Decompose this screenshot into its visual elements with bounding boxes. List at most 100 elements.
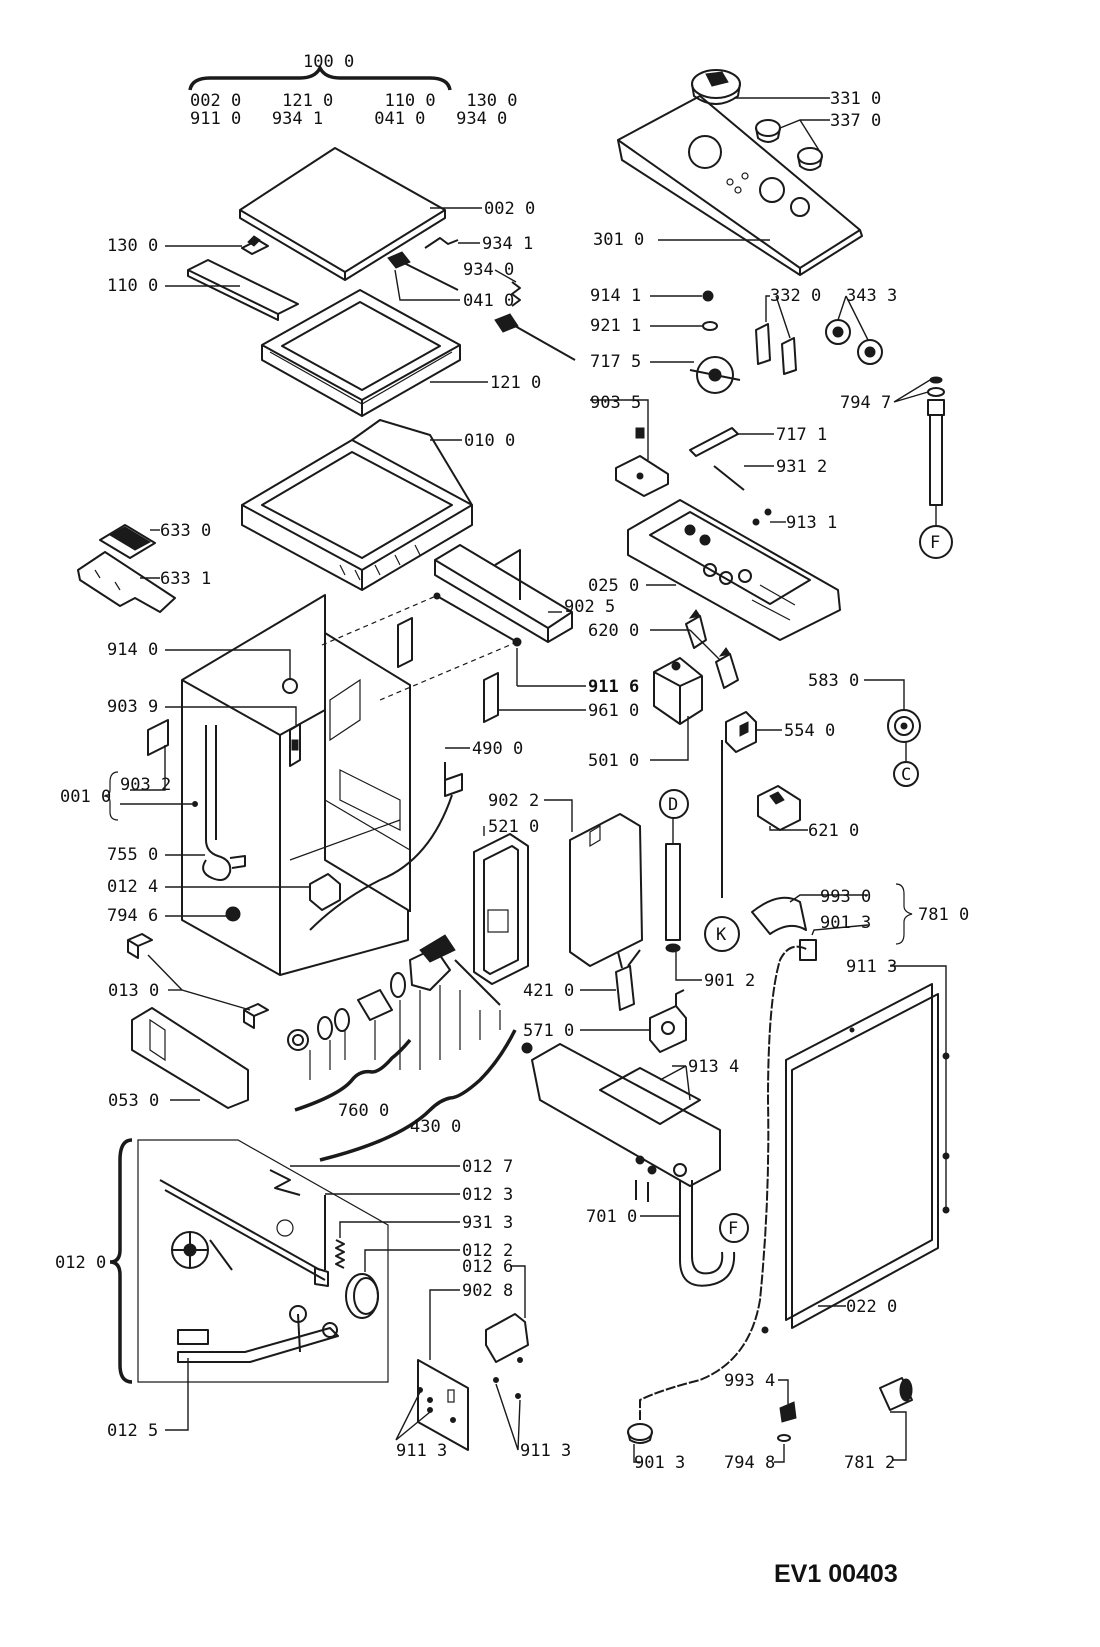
mains-cable-490 — [309, 762, 463, 931]
handle-633-0 — [99, 524, 156, 559]
callout-901-3-top: 901 3 — [820, 913, 871, 933]
callout-993-0: 993 0 — [820, 887, 871, 907]
callout-911-3-left: 911 3 — [396, 1441, 447, 1461]
foot-013-right — [243, 1003, 269, 1029]
callout-022-0: 022 0 — [846, 1297, 897, 1317]
callout-755-0: 755 0 — [107, 845, 158, 865]
callout-012-6: 012 6 — [462, 1257, 513, 1277]
coupling-781-2 — [879, 1377, 913, 1411]
callout-902-8: 902 8 — [462, 1281, 513, 1301]
knob-337-b — [797, 147, 823, 171]
hinge-041-left — [387, 251, 459, 291]
callout-911-6: 911 6 — [588, 677, 639, 697]
callout-794-8: 794 8 — [724, 1453, 775, 1473]
callout-781-2: 781 2 — [844, 1453, 895, 1473]
rail-110 — [187, 259, 299, 321]
callout-701-0: 701 0 — [586, 1207, 637, 1227]
screw-911-3-r2 — [942, 1152, 950, 1160]
door-assembly — [241, 419, 473, 591]
callout-571-0: 571 0 — [523, 1021, 574, 1041]
callout-583-0: 583 0 — [808, 671, 859, 691]
spring-931-2 — [713, 465, 745, 491]
callout-001-0: 001 0 — [60, 787, 111, 807]
callout-901-3-bottom: 901 3 — [634, 1453, 685, 1473]
spring-931-3 — [335, 1239, 345, 1269]
callout-931-3: 931 3 — [462, 1213, 513, 1233]
screw-913-1 — [752, 518, 760, 526]
screw-911-3-e — [517, 1357, 523, 1363]
side-panel-022 — [785, 983, 939, 1329]
callout-913-4: 913 4 — [688, 1057, 739, 1077]
callout-717-1: 717 1 — [776, 425, 827, 445]
callout-501-0: 501 0 — [588, 751, 639, 771]
callout-521-0: 521 0 — [488, 817, 539, 837]
plinth-053 — [131, 1007, 249, 1109]
callout-421-0: 421 0 — [523, 981, 574, 1001]
holder-012-4 — [309, 873, 341, 911]
bracket-012-6 — [485, 1313, 529, 1363]
callout-914-1: 914 1 — [590, 286, 641, 306]
callout-903-5: 903 5 — [590, 393, 641, 413]
screw-913-1b — [764, 508, 772, 516]
callout-914-0: 914 0 — [107, 640, 158, 660]
callout-633-0: 633 0 — [160, 521, 211, 541]
connector-F-bottom — [719, 1213, 749, 1243]
callout-012-3: 012 3 — [462, 1185, 513, 1205]
callout-430-0: 430 0 — [410, 1117, 461, 1137]
inner-door-frame — [261, 289, 461, 417]
assembly-100-header: 100 0 002 0 121 0 110 0 130 0 911 0 934 … — [188, 52, 518, 129]
callout-781-0: 781 0 — [918, 905, 969, 925]
screw-911-3-c — [493, 1377, 499, 1383]
gears-343 — [825, 319, 883, 365]
lever-012-5 — [177, 1305, 339, 1363]
callout-621-0: 621 0 — [808, 821, 859, 841]
cap-993-4 — [779, 1401, 797, 1423]
handle-bracket-633-1 — [77, 551, 176, 613]
callout-012-2: 012 2 — [462, 1241, 513, 1261]
callout-130-0: 130 0 — [107, 236, 158, 256]
callout-053-0: 053 0 — [108, 1091, 159, 1111]
drain-hose-long — [638, 939, 817, 1420]
callout-902-5: 902 5 — [564, 597, 615, 617]
module-521 — [473, 833, 529, 985]
lever-717-1 — [689, 427, 739, 457]
callout-002-0: 002 0 — [484, 199, 535, 219]
callout-961-0: 961 0 — [588, 701, 639, 721]
hose-794-7 — [927, 376, 945, 506]
screw-point-001 — [192, 801, 198, 807]
callout-911-3-right: 911 3 — [846, 957, 897, 977]
callout-013-0: 013 0 — [108, 981, 159, 1001]
callout-110-0: 110 0 — [107, 276, 158, 296]
hinge-spring-934-1 — [424, 237, 459, 249]
callout-025-0: 025 0 — [588, 576, 639, 596]
callout-121-0: 121 0 — [490, 373, 541, 393]
callout-010-0: 010 0 — [464, 431, 515, 451]
callout-012-4: 012 4 — [107, 877, 158, 897]
callout-903-9: 903 9 — [107, 697, 158, 717]
kit-wheel — [171, 1231, 233, 1271]
spring-012-7 — [269, 1169, 301, 1196]
plate-961-upper — [397, 617, 413, 668]
inlet-hose-701 — [679, 1180, 736, 1287]
kit-box-012 — [109, 1138, 389, 1384]
marker-F-top: F — [930, 533, 940, 553]
foot-013-left — [127, 933, 153, 959]
bracket-903-2 — [147, 719, 169, 756]
callout-934-0: 934 0 — [463, 260, 514, 280]
lock-bracket-621 — [757, 785, 801, 831]
drain-hose-755 — [202, 725, 246, 881]
clip-903-9 — [289, 723, 301, 767]
marker-F-bottom: F — [728, 1219, 738, 1239]
pump-group — [287, 934, 501, 1051]
washer-921-1 — [702, 321, 718, 331]
valve-571 — [649, 989, 687, 1053]
callout-012-5: 012 5 — [107, 1421, 158, 1441]
callout-911-3-mid: 911 3 — [520, 1441, 571, 1461]
top-cover — [239, 147, 446, 281]
nut-914-1 — [702, 290, 714, 302]
bracket-130 — [241, 235, 269, 255]
disc-012-2 — [345, 1273, 379, 1319]
marker-C: C — [901, 765, 911, 785]
panel-902-2 — [569, 813, 643, 967]
